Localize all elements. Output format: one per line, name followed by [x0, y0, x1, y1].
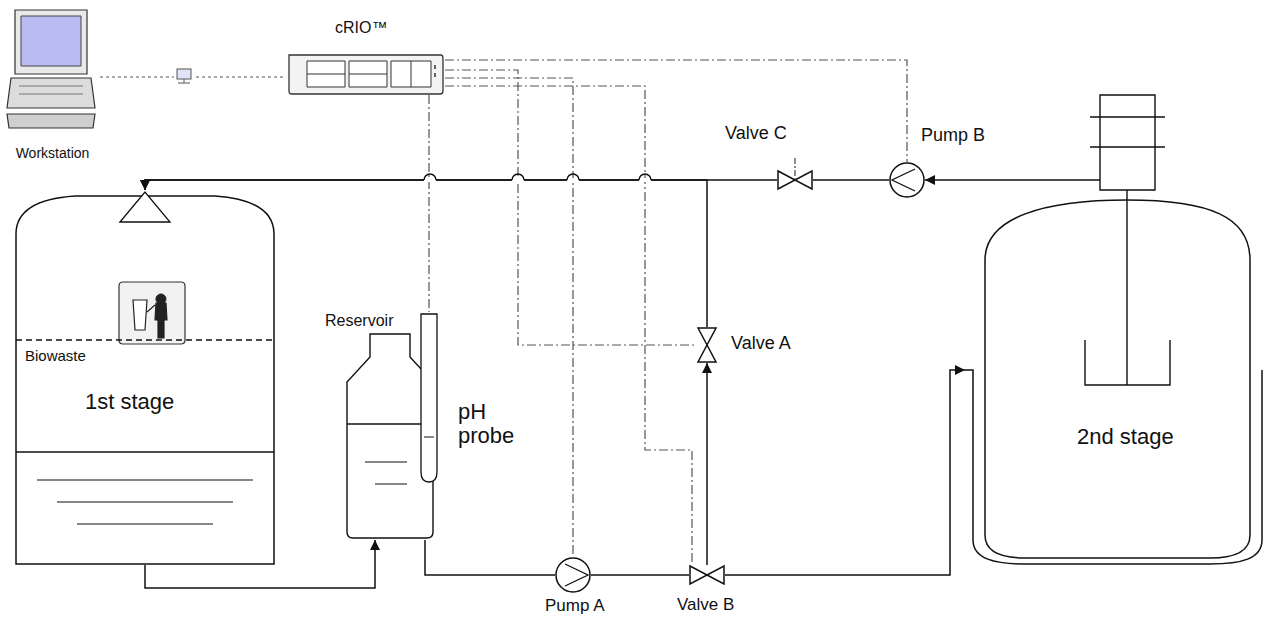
- node-outline: [15, 190, 275, 565]
- outline-stroke: [16, 339, 274, 340]
- reservoir-bottle: Reservoir: [325, 312, 445, 540]
- workstation-computer: Workstation: [5, 8, 100, 168]
- outline-stroke: [965, 179, 1100, 181]
- outline-stroke: [16, 451, 274, 453]
- outline-stroke: [133, 300, 147, 330]
- outline-stroke: [985, 200, 1250, 558]
- node-label: Biowaste: [25, 348, 86, 365]
- outline-stroke: [16, 196, 274, 564]
- outline-stroke: [307, 61, 345, 87]
- outline-stroke: [391, 61, 431, 87]
- valve-symbol: Valve C: [777, 170, 813, 190]
- outline-stroke: [349, 61, 387, 87]
- outline-stroke: [421, 314, 437, 482]
- outline-stroke: [1085, 340, 1170, 385]
- node-label: 1st stage: [85, 390, 174, 414]
- node-label: cRIO™: [335, 19, 387, 37]
- outline-stroke: [965, 370, 1262, 564]
- outline-stroke: [347, 423, 433, 424]
- node-outline: [777, 170, 813, 190]
- outline-stroke: [365, 462, 407, 484]
- pipe-line: [725, 370, 965, 575]
- outline-stroke: [347, 334, 433, 538]
- outline-stroke: [37, 480, 253, 524]
- pipe-line: [925, 179, 965, 181]
- node-outline: [325, 312, 445, 540]
- outline-stroke: [15, 10, 87, 74]
- signal-line: [445, 70, 697, 345]
- outline-stroke: [1126, 190, 1127, 385]
- outline-stroke: [289, 55, 443, 94]
- valve-symbol: Valve A: [697, 327, 717, 363]
- first-stage-tank: Biowaste 1st stage: [15, 190, 275, 565]
- node-label: Valve B: [677, 596, 734, 615]
- outline-stroke: [120, 192, 170, 222]
- second-stage-reactor: 2nd stage: [965, 95, 1270, 567]
- line-hops: [424, 174, 651, 182]
- outline-stroke: [1090, 117, 1165, 147]
- outline-stroke: [19, 86, 83, 94]
- outline-stroke: [690, 566, 724, 584]
- node-outline: [889, 162, 925, 198]
- signal-line: [428, 95, 429, 312]
- outline-stroke: [890, 163, 924, 197]
- outline-stroke: [1100, 95, 1155, 190]
- valve-symbol: Valve B: [689, 565, 725, 585]
- signal-line: [445, 60, 907, 162]
- node-outline: [965, 95, 1270, 567]
- outline-stroke: [7, 114, 95, 128]
- outline-stroke: [434, 65, 436, 77]
- node-label: Valve A: [731, 334, 791, 354]
- node-label: 2nd stage: [1077, 425, 1174, 449]
- pipe-line: [145, 180, 777, 190]
- node-label: Workstation: [5, 146, 100, 161]
- pipe-line: [706, 363, 708, 565]
- outline-stroke: [21, 16, 81, 66]
- controller-unit: cRIO™: [285, 15, 445, 95]
- pump-symbol: Pump A: [555, 557, 591, 593]
- pipe-line: [813, 179, 889, 181]
- node-label: Valve C: [725, 124, 787, 144]
- probe-label: pH probe: [458, 400, 528, 448]
- pipe-line: [425, 540, 555, 575]
- node-label: Pump B: [921, 126, 985, 146]
- signal-line: [445, 78, 573, 557]
- node-outline: [697, 327, 717, 363]
- signal-line: [445, 86, 692, 565]
- node-outline: [5, 8, 100, 168]
- network-icon: [174, 68, 194, 86]
- pump-symbol: Pump B: [889, 162, 925, 198]
- outline-stroke: [556, 558, 590, 592]
- node-label: Pump A: [545, 597, 605, 616]
- outline-stroke: [794, 158, 795, 180]
- outline-stroke: [424, 437, 434, 438]
- outline-stroke: [119, 282, 185, 344]
- pipe-line: [591, 574, 689, 576]
- outline-stroke: [565, 564, 588, 586]
- outline-stroke: [7, 78, 95, 108]
- outline-stroke: [147, 303, 167, 338]
- node-outline: [555, 557, 591, 593]
- outline-stroke: [698, 328, 716, 362]
- node-outline: [689, 565, 725, 585]
- outline-stroke: [892, 169, 915, 191]
- node-label: Reservoir: [325, 312, 393, 330]
